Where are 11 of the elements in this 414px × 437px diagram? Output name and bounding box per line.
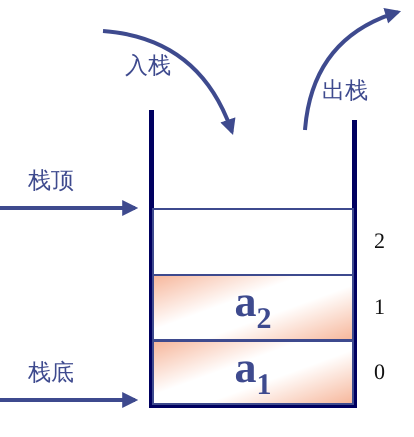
arrow (102, 29, 235, 135)
index-label: 2 (374, 230, 385, 252)
edge-label: 入栈 (125, 55, 171, 78)
arrow (303, 8, 402, 130)
arrow (0, 200, 138, 216)
pointer-label: 栈顶 (28, 168, 74, 194)
pointer-label: 栈底 (28, 360, 74, 386)
index-label: 0 (374, 360, 385, 382)
arrow (0, 392, 138, 408)
edge-label: 出栈 (322, 80, 368, 103)
index-label: 1 (374, 296, 385, 318)
